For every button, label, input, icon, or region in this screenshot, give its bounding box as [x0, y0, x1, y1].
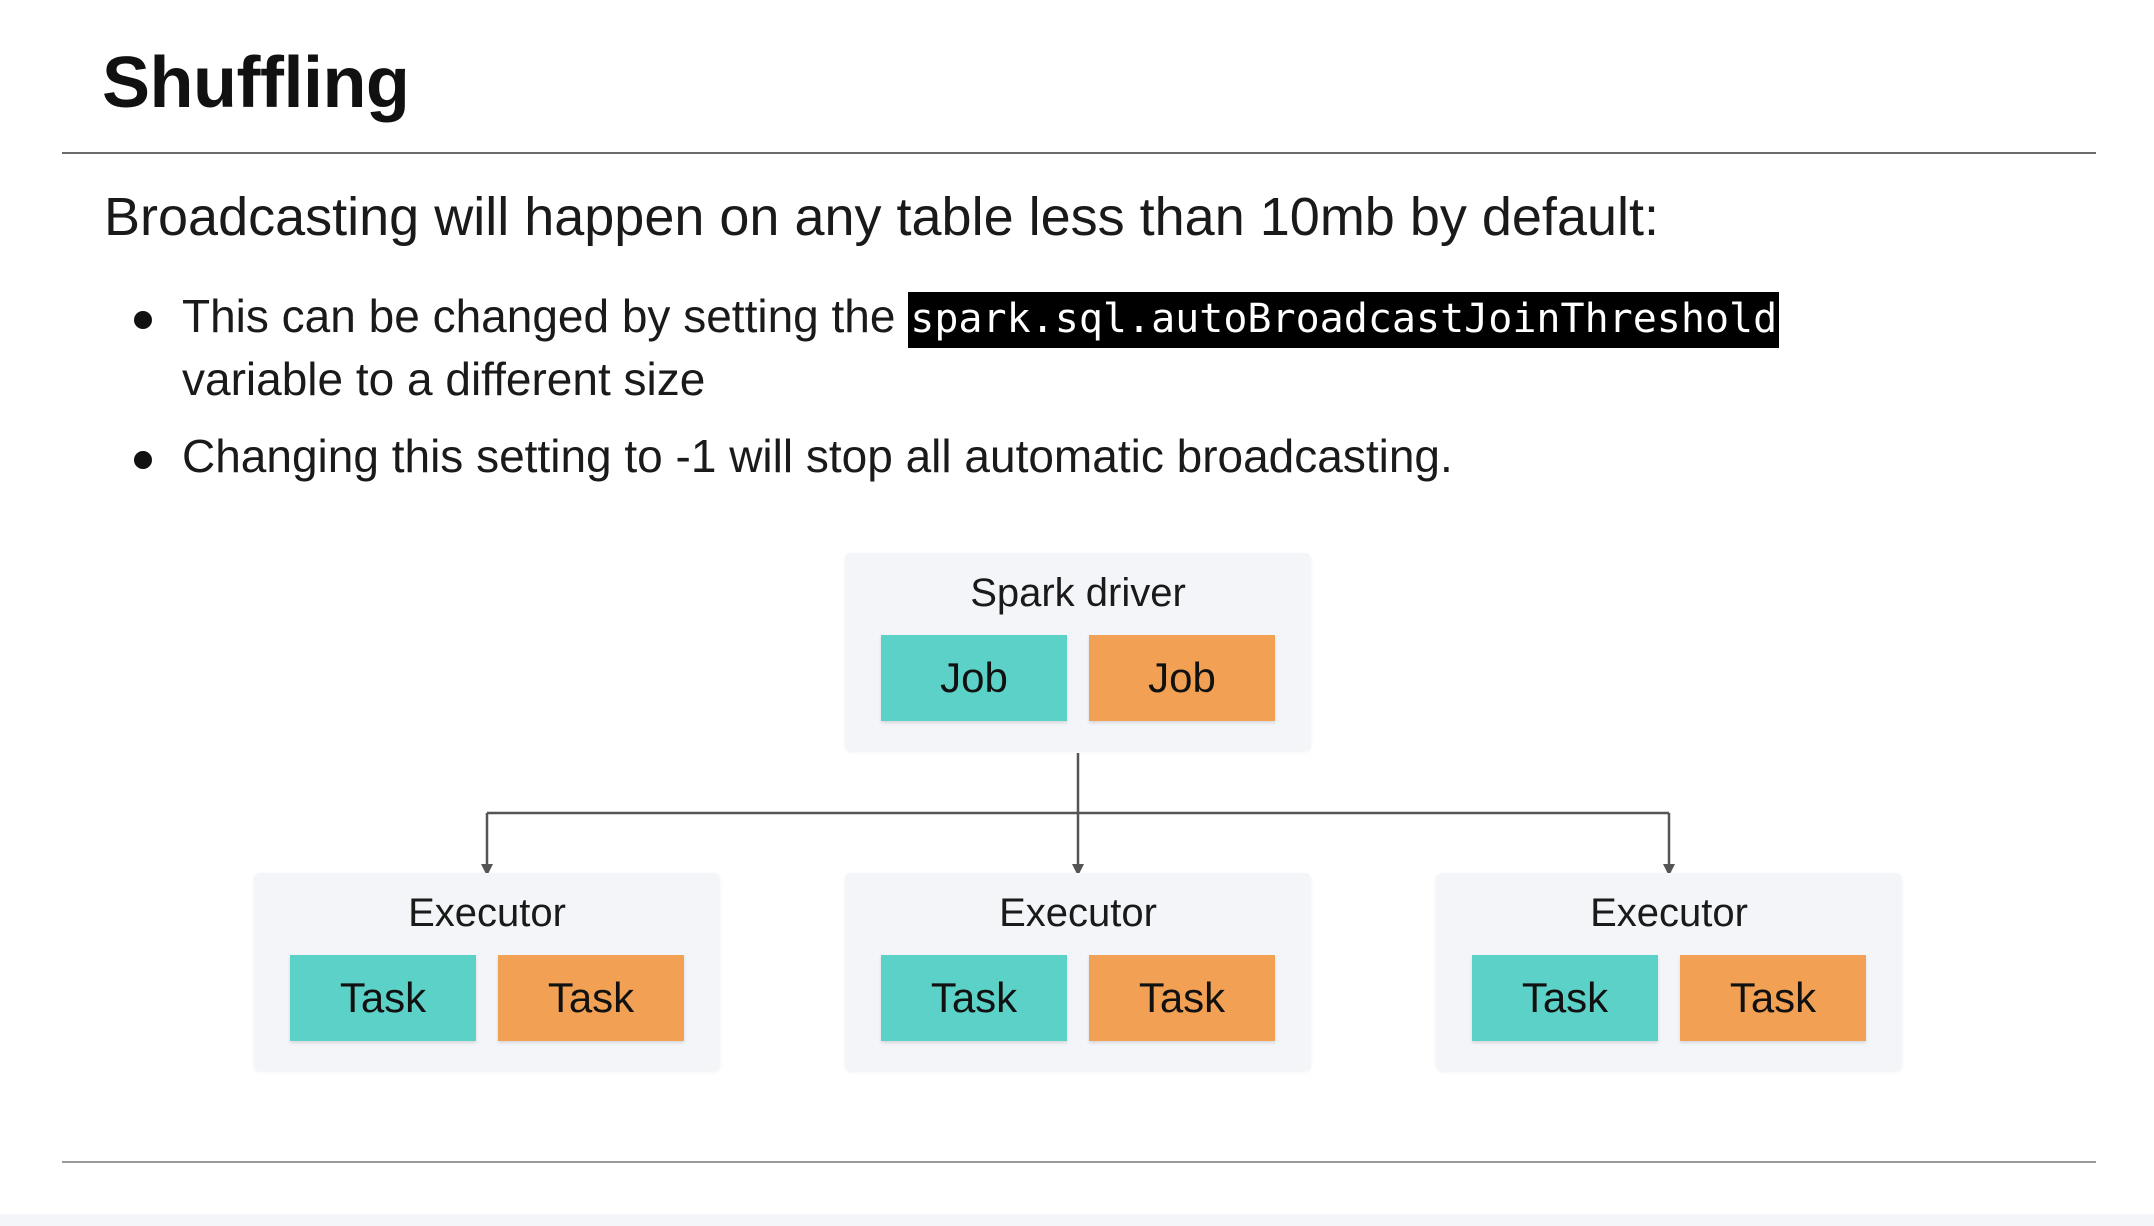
job-block: Job [1089, 635, 1275, 721]
task-block: Task [498, 955, 684, 1041]
executor-panel: Executor Task Task [845, 873, 1311, 1071]
task-block: Task [1472, 955, 1658, 1041]
bullet-text: Changing this setting to -1 will stop al… [182, 430, 1453, 482]
bullet-dot-icon [134, 451, 152, 469]
executor-panel: Executor Task Task [254, 873, 720, 1071]
task-block: Task [1089, 955, 1275, 1041]
task-block: Task [881, 955, 1067, 1041]
spark-driver-panel: Spark driver Job Job [845, 553, 1311, 751]
bullet-item-disable: Changing this setting to -1 will stop al… [128, 426, 1779, 486]
title-divider [62, 152, 2096, 154]
bullet-text: This can be changed by setting the [182, 290, 909, 342]
slide-title: Shuffling [102, 43, 410, 123]
config-code: spark.sql.autoBroadcastJoinThreshold [908, 292, 1780, 348]
task-block: Task [290, 955, 476, 1041]
job-block: Job [881, 635, 1067, 721]
bullet-text-continued: variable to a different size [182, 353, 706, 405]
task-block: Task [1680, 955, 1866, 1041]
executor-label: Executor [999, 891, 1157, 935]
executor-panel: Executor Task Task [1436, 873, 1902, 1071]
executor-label: Executor [408, 891, 566, 935]
spark-driver-label: Spark driver [970, 571, 1186, 615]
lead-text: Broadcasting will happen on any table le… [104, 187, 1660, 247]
executor-label: Executor [1590, 891, 1748, 935]
bullet-item-threshold: This can be changed by setting the spark… [128, 286, 1780, 409]
bottom-band [0, 1214, 2154, 1226]
bullet-list: This can be changed by setting the spark… [128, 286, 1780, 486]
footer-divider [62, 1161, 2096, 1163]
bullet-dot-icon [134, 311, 152, 329]
